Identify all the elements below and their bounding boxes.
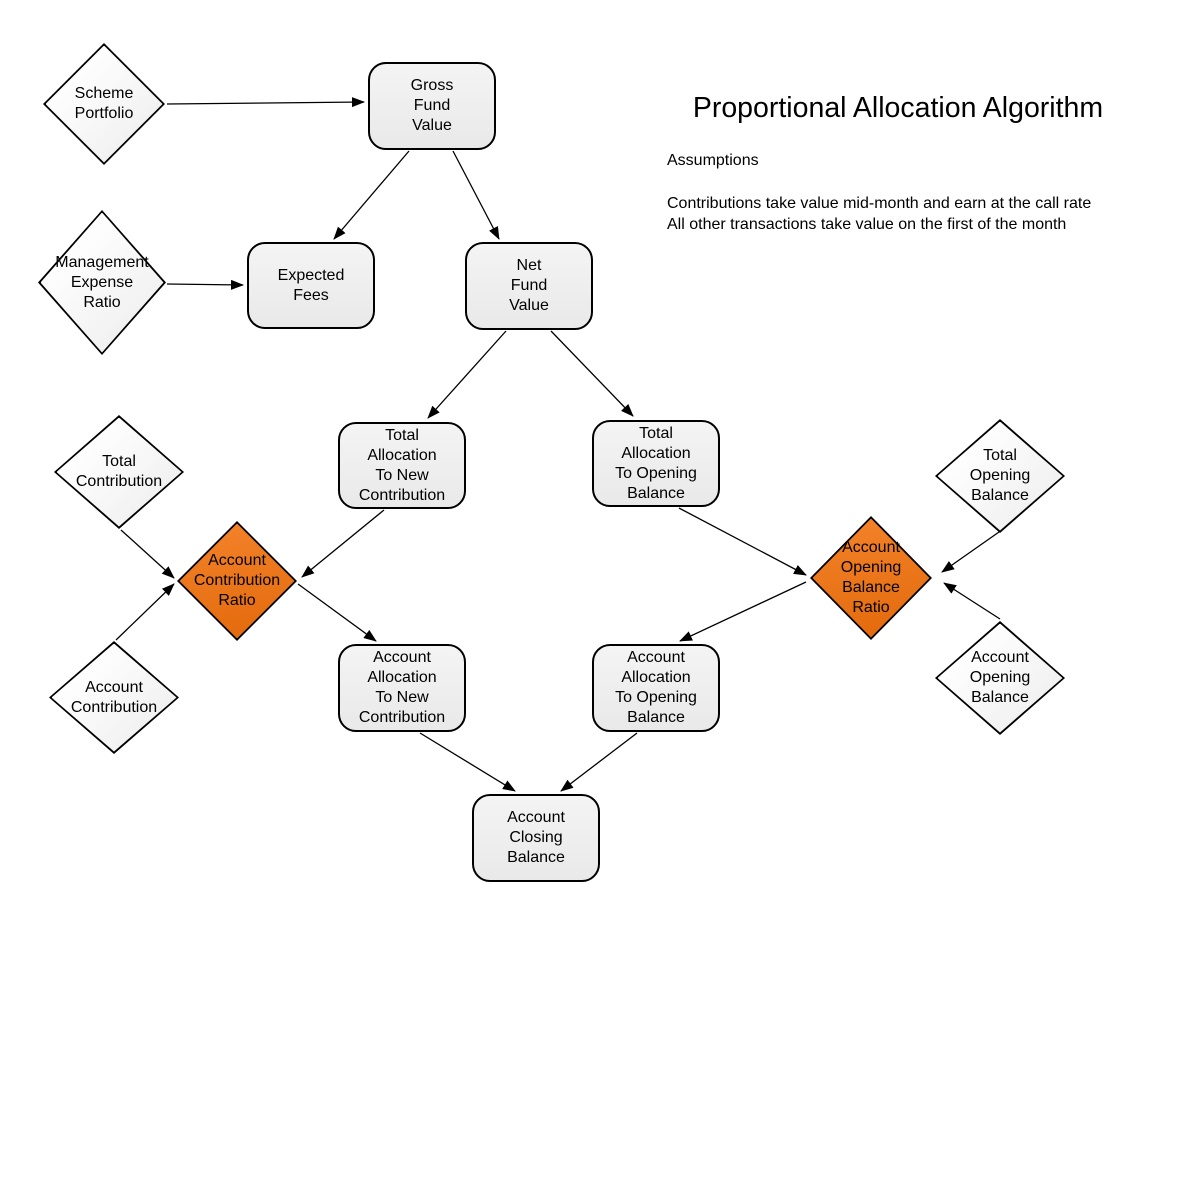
node-total-contribution: Total Contribution bbox=[54, 415, 184, 529]
node-label: Gross Fund Value bbox=[410, 77, 454, 134]
node-account-allocation-to-new-contribution: Account Allocation To New Contribution bbox=[338, 644, 466, 732]
edge-total-opening-balance-to-account-opening-balance-ratio bbox=[941, 531, 1000, 573]
node-account-closing-balance: Account Closing Balance bbox=[472, 794, 600, 882]
node-label: Total Opening Balance bbox=[969, 447, 1031, 504]
node-account-opening-balance: Account Opening Balance bbox=[935, 621, 1065, 735]
edge-account-allocation-to-new-contribution-to-account-closing-balance bbox=[419, 732, 516, 792]
node-label: Total Allocation To Opening Balance bbox=[615, 424, 697, 502]
node-label: Account Closing Balance bbox=[507, 809, 565, 866]
node-label: Total Contribution bbox=[75, 453, 163, 490]
title-block: Proportional Allocation Algorithm Assump… bbox=[667, 92, 1129, 235]
node-label: Account Allocation To Opening Balance bbox=[615, 649, 697, 726]
edge-account-contribution-ratio-to-account-allocation-to-new-contribution bbox=[297, 583, 377, 642]
node-label: Account Opening Balance Ratio bbox=[840, 539, 902, 616]
node-management-expense-ratio: Management Expense Ratio bbox=[38, 210, 166, 355]
node-expected-fees: Expected Fees bbox=[247, 242, 375, 329]
node-account-contribution: Account Contribution bbox=[49, 641, 179, 754]
node-account-contribution-ratio: Account Contribution Ratio bbox=[177, 521, 297, 641]
node-scheme-portfolio: Scheme Portfolio bbox=[43, 43, 165, 165]
assumptions-heading: Assumptions bbox=[667, 152, 759, 169]
node-label: Account Contribution Ratio bbox=[193, 552, 281, 609]
edge-net-fund-value-to-total-allocation-to-opening-balance bbox=[550, 330, 634, 417]
node-label: Total Allocation To New Contribution bbox=[358, 426, 446, 504]
node-account-allocation-to-opening-balance: Account Allocation To Opening Balance bbox=[592, 644, 720, 732]
edge-account-allocation-to-opening-balance-to-account-closing-balance bbox=[560, 732, 638, 792]
edge-account-opening-balance-to-account-opening-balance-ratio bbox=[943, 582, 1001, 620]
node-label: Account Allocation To New Contribution bbox=[358, 649, 446, 726]
node-gross-fund-value: Gross Fund Value bbox=[368, 62, 496, 150]
edge-account-contribution-to-account-contribution-ratio bbox=[115, 583, 175, 641]
assumptions-text: Contributions take value mid-month and e… bbox=[667, 195, 1092, 233]
node-account-opening-balance-ratio: Account Opening Balance Ratio bbox=[810, 516, 932, 640]
edge-total-allocation-to-opening-balance-to-account-opening-balance-ratio bbox=[678, 507, 807, 576]
node-label: Net Fund Value bbox=[509, 257, 549, 314]
node-total-opening-balance: Total Opening Balance bbox=[935, 419, 1065, 533]
edge-gross-fund-value-to-expected-fees bbox=[333, 150, 410, 240]
node-label: Scheme Portfolio bbox=[74, 85, 134, 122]
node-total-allocation-to-opening-balance: Total Allocation To Opening Balance bbox=[592, 420, 720, 507]
node-label: Management Expense Ratio bbox=[55, 253, 149, 311]
node-label: Account Opening Balance bbox=[969, 649, 1031, 706]
diagram-title: Proportional Allocation Algorithm bbox=[692, 92, 1104, 124]
edge-account-opening-balance-ratio-to-account-allocation-to-opening-balance bbox=[679, 581, 807, 642]
node-label: Expected Fees bbox=[277, 266, 345, 304]
edge-net-fund-value-to-total-allocation-to-new-contribution bbox=[427, 330, 507, 419]
node-net-fund-value: Net Fund Value bbox=[465, 242, 593, 330]
edge-management-expense-ratio-to-expected-fees bbox=[166, 279, 244, 290]
edge-gross-fund-value-to-net-fund-value bbox=[452, 150, 500, 240]
edge-scheme-portfolio-to-gross-fund-value bbox=[166, 97, 365, 108]
edge-total-allocation-to-new-contribution-to-account-contribution-ratio bbox=[301, 509, 385, 578]
node-label: Account Contribution bbox=[70, 678, 158, 716]
edge-total-contribution-to-account-contribution-ratio bbox=[120, 529, 175, 579]
node-total-allocation-to-new-contribution: Total Allocation To New Contribution bbox=[338, 422, 466, 509]
